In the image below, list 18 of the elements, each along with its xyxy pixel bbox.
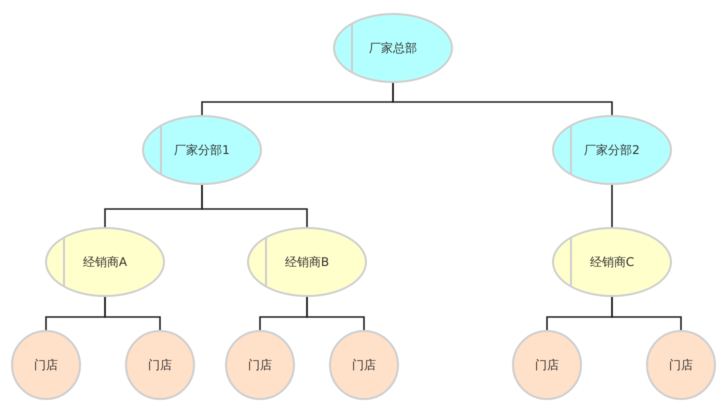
circle-node: 门店 <box>11 330 81 400</box>
circle-node: 门店 <box>125 330 195 400</box>
connector-line <box>611 297 682 330</box>
oval-node: 厂家分部2 <box>552 115 672 185</box>
connector-line <box>306 297 365 330</box>
connector-line <box>611 185 613 227</box>
connector-line <box>392 83 613 115</box>
oval-node: 经销商B <box>247 227 367 297</box>
circle-node: 门店 <box>512 330 582 400</box>
oval-node: 经销商C <box>552 227 672 297</box>
oval-node: 厂家总部 <box>333 13 453 83</box>
oval-node: 经销商A <box>45 227 165 297</box>
circle-node: 门店 <box>646 330 716 400</box>
circle-node: 门店 <box>225 330 295 400</box>
connector-line <box>104 297 161 330</box>
circle-node: 门店 <box>329 330 399 400</box>
oval-node: 厂家分部1 <box>142 115 262 185</box>
connector-line <box>201 185 308 227</box>
